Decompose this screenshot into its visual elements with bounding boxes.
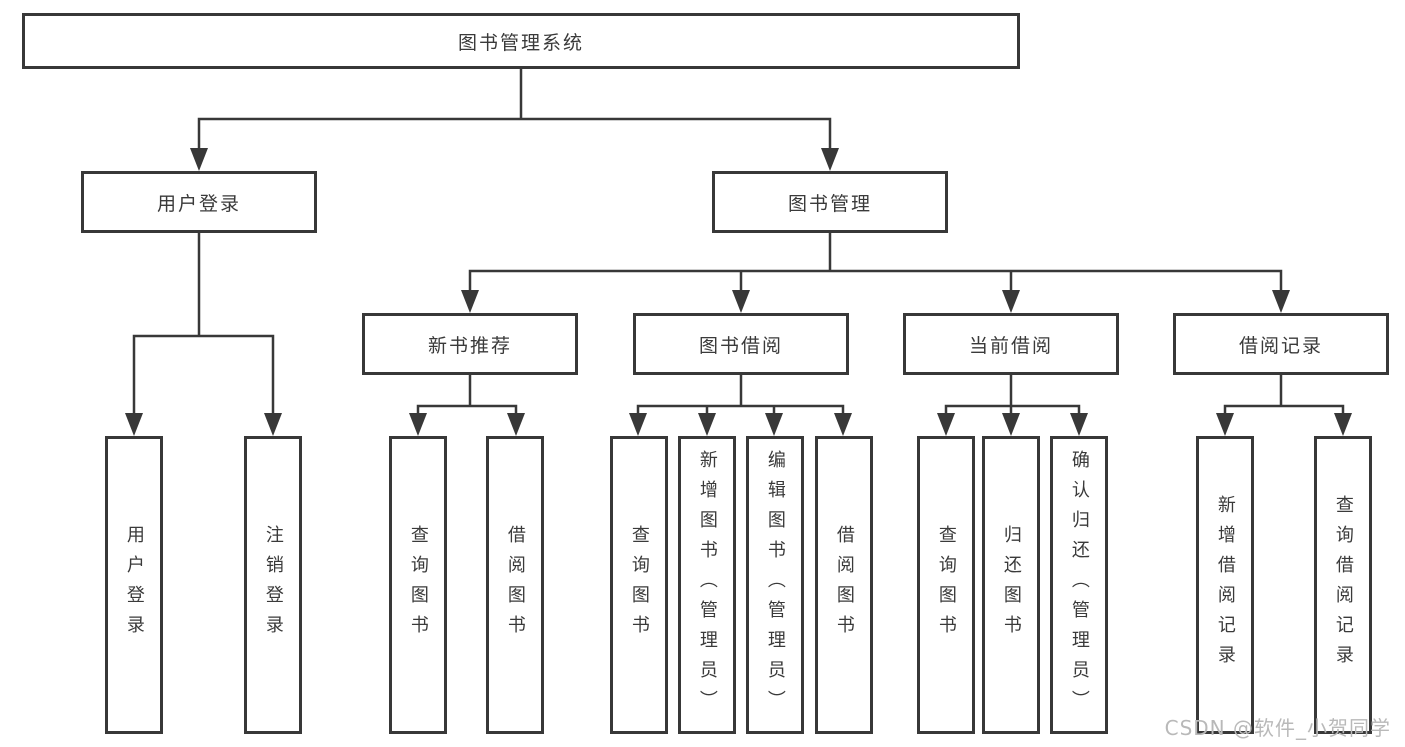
- leaf-logout: 注销登录: [244, 436, 302, 734]
- node-label: 归还图书: [1000, 525, 1022, 645]
- leaf-query-borrow-record: 查询借阅记录: [1314, 436, 1372, 734]
- arrowhead-icon: [629, 413, 647, 436]
- node-label: 图书借阅: [698, 334, 783, 357]
- node-label: 查询图书: [935, 525, 957, 645]
- csdn-watermark: CSDN @软件_小贺同学: [1164, 716, 1391, 740]
- node-label: 用户登录: [123, 525, 145, 645]
- connector-book-mgmt-to-level3: [468, 231, 1283, 296]
- node-label: 编辑图书（管理员）: [764, 450, 786, 720]
- node-borrowing-records: 借阅记录: [1173, 313, 1389, 375]
- arrowhead-icon: [1334, 413, 1352, 436]
- leaf-add-book-admin: 新增图书（管理员）: [678, 436, 736, 734]
- connector-book-borrow-to-leaves: [636, 373, 845, 418]
- node-label: 新增图书（管理员）: [696, 450, 718, 720]
- arrowhead-icon: [937, 413, 955, 436]
- node-label: 查询图书: [407, 525, 429, 645]
- node-label: 注销登录: [262, 525, 284, 645]
- leaf-edit-book-admin: 编辑图书（管理员）: [746, 436, 804, 734]
- node-label: 确认归还（管理员）: [1068, 450, 1090, 720]
- leaf-add-borrow-record: 新增借阅记录: [1196, 436, 1254, 734]
- arrowhead-icon: [1002, 413, 1020, 436]
- arrowhead-icon: [409, 413, 427, 436]
- leaf-current-query-books: 查询图书: [917, 436, 975, 734]
- arrowhead-icon: [507, 413, 525, 436]
- arrowhead-icon: [461, 290, 479, 313]
- node-label: 图书管理: [787, 192, 872, 215]
- node-label: 当前借阅: [968, 334, 1053, 357]
- node-label: 图书管理系统: [457, 31, 584, 54]
- node-label: 新书推荐: [427, 334, 512, 357]
- node-label: 查询图书: [628, 525, 650, 645]
- arrowhead-icon: [834, 413, 852, 436]
- node-label: 借阅图书: [833, 525, 855, 645]
- leaf-user-login: 用户登录: [105, 436, 163, 734]
- arrowheads: [125, 148, 1352, 436]
- leaf-return-book: 归还图书: [982, 436, 1040, 734]
- node-book-borrowing: 图书借阅: [633, 313, 849, 375]
- arrowhead-icon: [1002, 290, 1020, 313]
- node-book-management: 图书管理: [712, 171, 948, 233]
- arrowhead-icon: [1070, 413, 1088, 436]
- node-current-borrowing: 当前借阅: [903, 313, 1119, 375]
- node-label: 查询借阅记录: [1332, 495, 1354, 675]
- arrowhead-icon: [698, 413, 716, 436]
- arrowhead-icon: [125, 413, 143, 436]
- leaf-recommend-borrow-books: 借阅图书: [486, 436, 544, 734]
- node-label: 新增借阅记录: [1214, 495, 1236, 675]
- node-root-library-system: 图书管理系统: [22, 13, 1020, 69]
- connector-user-login-to-leaves: [132, 231, 275, 418]
- node-label: 借阅图书: [504, 525, 526, 645]
- connector-root-to-level2: [197, 67, 832, 154]
- leaf-borrow-query-books: 查询图书: [610, 436, 668, 734]
- node-label: 用户登录: [156, 192, 241, 215]
- leaf-confirm-return-admin: 确认归还（管理员）: [1050, 436, 1108, 734]
- arrowhead-icon: [1216, 413, 1234, 436]
- connector-new-book-to-leaves: [416, 373, 518, 418]
- connector-current-borrow-to-leaves: [944, 373, 1081, 418]
- arrowhead-icon: [821, 148, 839, 171]
- connector-records-to-leaves: [1223, 373, 1345, 418]
- leaf-recommend-query-books: 查询图书: [389, 436, 447, 734]
- node-user-login: 用户登录: [81, 171, 317, 233]
- arrowhead-icon: [264, 413, 282, 436]
- arrowhead-icon: [1272, 290, 1290, 313]
- leaf-borrow-books: 借阅图书: [815, 436, 873, 734]
- node-label: 借阅记录: [1238, 334, 1323, 357]
- arrowhead-icon: [190, 148, 208, 171]
- arrowhead-icon: [765, 413, 783, 436]
- arrowhead-icon: [732, 290, 750, 313]
- node-new-book-recommendation: 新书推荐: [362, 313, 578, 375]
